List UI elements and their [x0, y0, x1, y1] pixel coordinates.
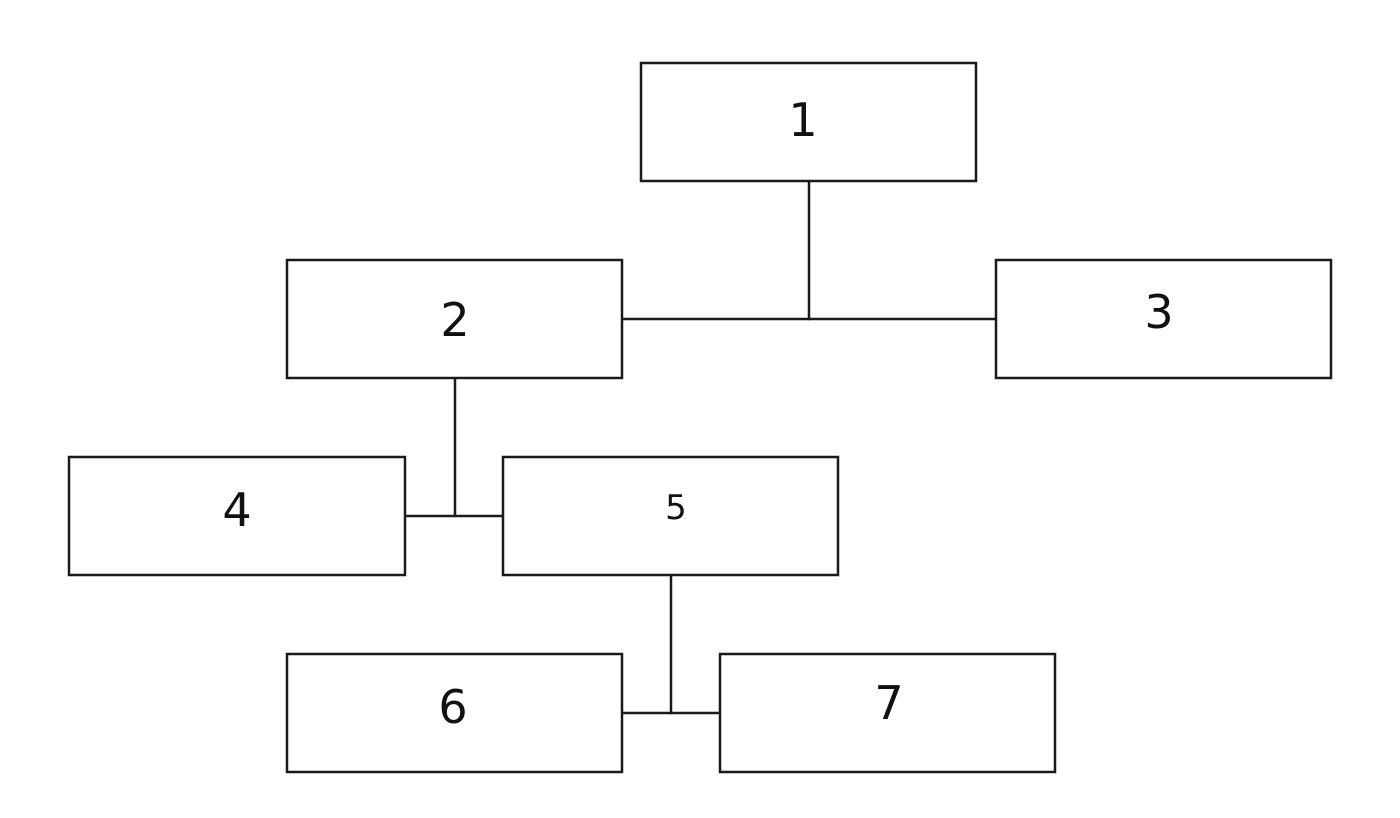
node-5: 5 [501, 455, 840, 577]
node-7-label: 7 [874, 676, 903, 730]
node-7: 7 [718, 652, 1057, 774]
connector-5-to-6-7 [620, 573, 722, 715]
node-1: 1 [639, 61, 978, 183]
node-4: 4 [67, 455, 407, 577]
connector-2-to-4-5 [403, 376, 505, 518]
node-6-label: 6 [438, 680, 467, 734]
node-6: 6 [285, 652, 624, 774]
connector-1-to-2-3 [620, 179, 998, 321]
node-4-label: 4 [222, 483, 251, 537]
node-3: 3 [994, 258, 1333, 380]
node-1-label: 1 [788, 93, 817, 147]
node-2-label: 2 [440, 293, 469, 347]
node-2: 2 [285, 258, 624, 380]
node-3-label: 3 [1144, 285, 1173, 339]
node-5-label: 5 [665, 488, 687, 528]
